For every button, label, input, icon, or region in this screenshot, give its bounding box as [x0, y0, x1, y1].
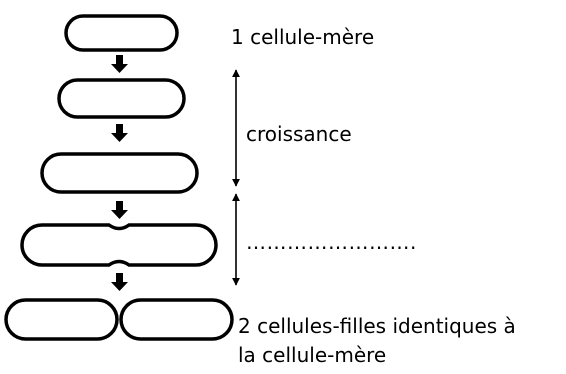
- dividing-cell: [20, 223, 218, 267]
- step-arrow-4: [111, 273, 128, 291]
- step-arrow-1: [111, 55, 128, 73]
- mother-cell: [64, 14, 179, 52]
- daughter-cell-right: [119, 298, 234, 341]
- growing-cell-1: [57, 78, 186, 119]
- daughter-cells-label-line2: la cellule-mère: [238, 343, 387, 367]
- daughter-cell-left: [4, 298, 119, 341]
- daughter-cells-label-line1: 2 cellules-filles identiques à: [238, 314, 516, 338]
- step-arrow-3: [111, 201, 128, 219]
- step-arrow-2: [111, 124, 128, 142]
- growing-cell-2: [40, 152, 199, 194]
- blank-answer-label: …………………….: [246, 230, 417, 254]
- growth-label: croissance: [246, 122, 352, 146]
- mother-cell-label: 1 cellule-mère: [231, 25, 375, 49]
